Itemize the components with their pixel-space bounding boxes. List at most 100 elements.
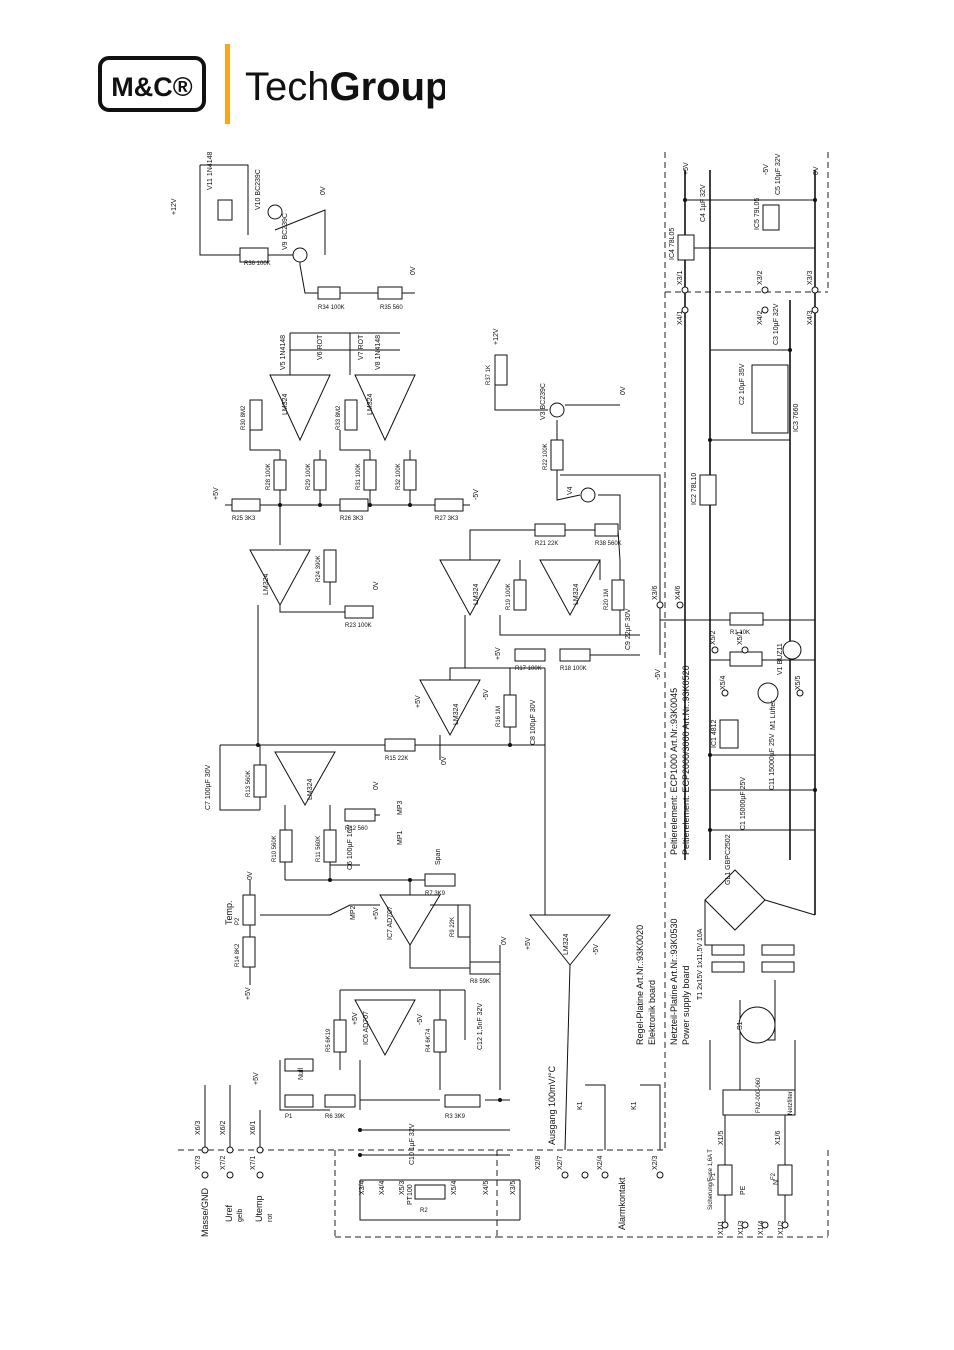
ic1-box [719,719,739,749]
junctions [256,198,817,1157]
label-fuse: Sicherung/Fuse 1,6A T [708,1149,714,1210]
label-ic4: IC4 78L05 [669,228,676,260]
label-x4-1: X4/1 [677,310,684,325]
label-rail-m5v: -5V [763,164,770,175]
label-rail-0v-h: 0V [501,936,508,945]
label-pt100: PT100 [407,1184,414,1205]
label-utemp: Utemp [254,1195,264,1222]
label-r33: R33 8M2 [336,405,342,430]
fan-m1 [757,682,779,704]
resistor-r19 [513,579,527,611]
label-masse: Masse/GND [200,1187,210,1237]
label-x4-6: X4/6 [675,585,682,600]
ic2-box [699,474,717,506]
label-rail-5v-e: +5V [373,907,380,920]
label-fan-symbol: M1 Lüfter [764,694,789,700]
logo-mark-frame [98,56,206,112]
resistors [231,247,764,1200]
title-line1: Regel-Platine Art.Nr.:93K0020 [635,925,645,1045]
label-r12: R12 560 [345,826,368,832]
label-x4-3: X4/3 [807,310,814,325]
label-x2-7: X2/7 [557,1155,564,1170]
label-rail-0v-f: 0V [373,781,380,790]
label-f1: F1 [711,1172,717,1180]
label-rail-5v-h: +5V [245,987,252,1000]
label-x3-4: X3/4 [359,1180,366,1195]
label-x5-4b: X5/4 [720,675,727,690]
label-netzfilter-part: FN2-000-060 [756,1077,762,1113]
label-v9: V9 BC239C [282,213,289,250]
label-rail-m5v-d: -5V [593,944,600,955]
label-x3-1: X3/1 [677,270,684,285]
netzfilter-box [722,1089,796,1116]
resistor-r28 [273,459,287,491]
resistor-r37 [494,354,508,386]
label-t1: T1 2x15V 1x11,5V 10A [697,928,704,1000]
label-r6: R6 39K [325,1114,345,1120]
resistor-r14 [242,936,256,968]
ic-blocks [217,199,802,1196]
transistor-v10 [267,204,283,220]
label-ic6: IC6 AD707 [363,1011,370,1045]
label-x4-2: X4/2 [757,310,764,325]
fuse-f2 [777,1164,793,1196]
label-rail-0v-g: 0V [441,756,448,765]
label-r37: R37 1K [486,365,492,385]
label-c7: C7 100µF 30V [205,764,212,810]
switch-s1 [738,1006,776,1044]
label-r1: R1 10K [730,630,750,636]
label-r36: R36 100K [244,261,271,267]
label-v10: V10 BC239C [255,169,262,210]
label-v5: V5 1N4148 [280,335,287,370]
logo-brand-mark: M&C® [111,72,192,102]
mosfet-v1 [782,640,802,660]
label-r19: R19 100K [506,583,512,610]
label-r3: R3 3K9 [445,1114,466,1120]
title-line6: Peltierelement: ECP2000/3000 Art.Nr.:93K… [681,665,691,855]
resistor-r20 [611,579,625,611]
resistor-r29 [313,459,327,491]
label-x1-4: X1/4 [758,1220,765,1235]
label-ausgang: Ausgang 100mV/°C [547,1065,557,1145]
label-c12: C12 1,5nF 32V [477,1003,484,1050]
label-k1-a: K1 [577,1101,584,1110]
label-rail-5v-i: +5V [253,1072,260,1085]
transistor-v3 [549,402,565,418]
label-r28: R28 100K [266,463,272,490]
label-rail-m5v-e: -5V [417,1014,424,1025]
label-c11: C11 15000µF 25V [769,733,776,790]
resistor-r21 [534,523,566,537]
label-r23: R23 100K [345,623,372,629]
label-rail-0v-d: 0V [620,386,627,395]
label-c9: C9 22µF 30V [625,608,632,650]
title-line2: Elektronik board [647,980,657,1045]
resistor-r17 [514,648,546,662]
label-pe: PE [740,1185,747,1195]
label-x5-1: X5/1 [737,630,744,645]
label-r22: R22 100K [543,443,549,470]
label-x2-3: X2/3 [652,1155,659,1170]
resistor-r16 [503,694,517,728]
label-rail-5v-d: +5V [415,695,422,708]
label-x1-1: X1/1 [718,1220,725,1235]
label-v6: V6 ROT [317,334,324,360]
resistor-r36 [239,247,269,263]
resistor-r7 [424,873,456,887]
label-rail-0v-b: 0V [320,186,327,195]
label-x1-2: X1/2 [778,1220,785,1235]
label-r14: R14 8K2 [235,943,241,967]
label-rail-5v: +5V [683,162,690,175]
label-x5-5: X5/5 [795,675,802,690]
label-rail-m5v-f: -5V [655,669,662,680]
label-rail-0v-i: 0V [247,871,254,880]
transformer-winding-3 [761,944,795,956]
resistor-r11 [323,829,337,863]
label-r8: R8 59K [470,979,490,985]
label-gl1: GL1 GBPC2502 [725,834,732,885]
label-p2: P2 [235,917,241,925]
resistor-r1 [729,612,764,626]
label-rail-0v-c: 0V [410,266,417,275]
label-ic8-c2: LM324 [473,583,480,605]
label-x6-2: X6/2 [220,1120,227,1135]
resistor-r3 [444,1094,481,1108]
